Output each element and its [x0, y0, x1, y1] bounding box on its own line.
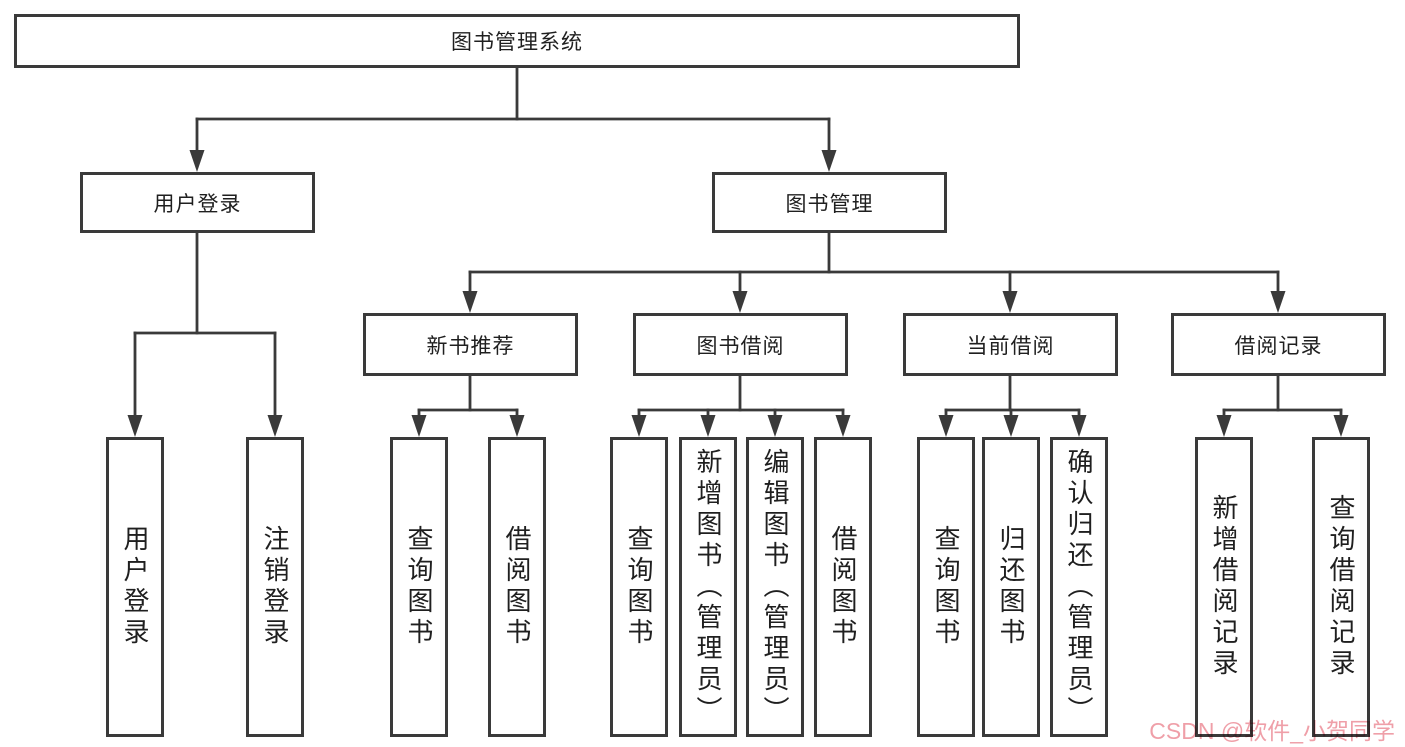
node-leaf-borrowing-borrow: 借阅图书 — [814, 437, 872, 737]
node-library-system: 图书管理系统 — [14, 14, 1020, 68]
node-leaf-borrowing-add: 新增图书（管理员） — [679, 437, 737, 737]
connector-current-branch — [938, 374, 1087, 437]
node-leaf-records-add: 新增借阅记录 — [1195, 437, 1253, 737]
node-leaf-records-query: 查询借阅记录 — [1312, 437, 1370, 737]
node-leaf-current-confirm: 确认归还（管理员） — [1050, 437, 1108, 737]
connector-borrowing-branch — [631, 374, 851, 437]
node-user-login: 用户登录 — [80, 172, 315, 233]
connector-user-login-branch — [127, 231, 283, 437]
node-current-borrowing: 当前借阅 — [903, 313, 1118, 376]
node-borrowing-records: 借阅记录 — [1171, 313, 1386, 376]
connector-root-to-level1 — [189, 66, 837, 172]
node-leaf-newbooks-borrow: 借阅图书 — [488, 437, 546, 737]
node-new-book-recommend: 新书推荐 — [363, 313, 578, 376]
csdn-watermark: CSDN @软件_小贺同学 — [1149, 718, 1395, 744]
node-book-borrowing: 图书借阅 — [633, 313, 848, 376]
node-leaf-borrowing-edit: 编辑图书（管理员） — [746, 437, 804, 737]
node-book-management: 图书管理 — [712, 172, 947, 233]
connector-new-books-branch — [411, 374, 525, 437]
node-leaf-logout: 注销登录 — [246, 437, 304, 737]
connector-book-mgmt-branch — [462, 231, 1286, 313]
node-leaf-borrowing-query: 查询图书 — [610, 437, 668, 737]
connector-records-branch — [1216, 374, 1349, 437]
node-leaf-newbooks-query: 查询图书 — [390, 437, 448, 737]
node-leaf-current-return: 归还图书 — [982, 437, 1040, 737]
node-leaf-current-query: 查询图书 — [917, 437, 975, 737]
node-leaf-user-login: 用户登录 — [106, 437, 164, 737]
